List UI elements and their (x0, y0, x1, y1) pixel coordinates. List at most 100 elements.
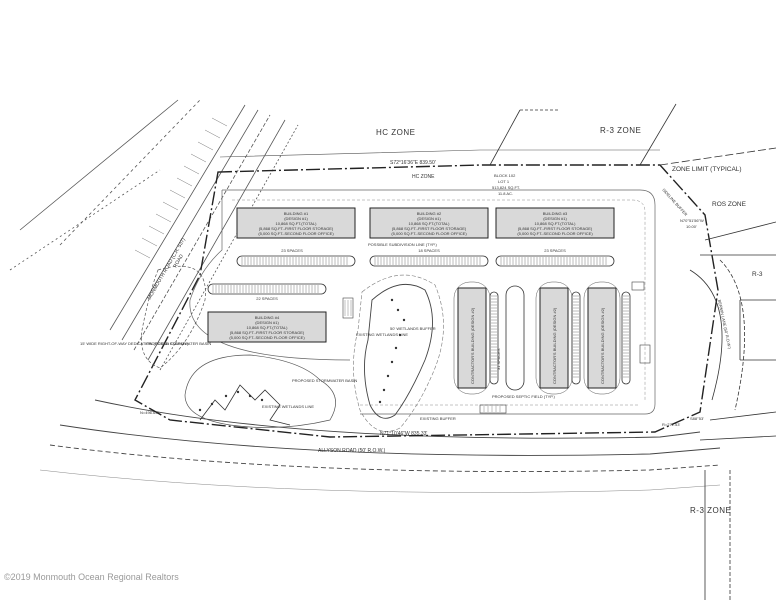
parking-row-5a (489, 291, 499, 385)
monmouth-road (9, 99, 299, 371)
wetland-flag-point (390, 360, 394, 364)
sideline-buffer-label: SIDELINE BUFFER (661, 187, 688, 217)
south-stormwater-basin (184, 354, 336, 428)
wetland-flag-point (236, 390, 240, 394)
building-4: BUILDING #4 (DESIGN #1) 10,868 SQ.FT.(TO… (207, 311, 327, 343)
internal-drive (189, 189, 656, 415)
parking-row-5-label: 31 SPACES (496, 348, 501, 370)
east-distance: 10.00' (686, 224, 697, 229)
wetlands-buffer-label: 50' WETLANDS BUFFER (390, 326, 436, 331)
wetland-flag-point (248, 394, 252, 398)
building-3-name: BUILDING #3 (543, 211, 568, 216)
south-stormwater-label: PROPOSED STORMWATER BASIN (292, 378, 357, 383)
south-east-arc: S88°53' (690, 416, 704, 421)
parking-row-4 (207, 283, 327, 295)
wetland-flag-point (394, 346, 398, 350)
wetland-flag-point (390, 298, 394, 302)
ros-sideline-label: BERMIN LANE (50' R.O.W.) (717, 299, 732, 350)
wetland-flag-point (402, 318, 406, 322)
contractor-building-3-label: CONTRACTOR'S BUILDING (DESIGN #2) (600, 307, 605, 384)
allyson-road (39, 399, 721, 493)
parking-row-1-label: 23 SPACES (281, 248, 303, 253)
south-east-radius: R=272.53' (662, 422, 680, 427)
row-dedication-label: 15' WIDE RIGHT-OF-WAY DEDICATION (OCEAN … (80, 341, 189, 346)
parking-row-2-label: 18 SPACES (418, 248, 440, 253)
zone-limit-label: ZONE LIMIT (TYPICAL) (672, 166, 742, 173)
septic-label: PROPOSED SEPTIC FIELD (TYP.) (492, 394, 555, 399)
property-boundary (134, 164, 719, 438)
building-3-total: 10,868 SQ.FT.(TOTAL) (535, 221, 577, 226)
island-east (583, 281, 621, 395)
copyright-credit: ©2019 Monmouth Ocean Regional Realtors (4, 572, 179, 582)
parking-row-3-label: 23 SPACES (544, 248, 566, 253)
ros-zone-label: ROS ZONE (712, 201, 747, 208)
r3-zone-bottom: R-3 ZONE (690, 506, 731, 515)
building-4-second-floor: (5,000 SQ.FT.-SECOND FLOOR OFFICE) (229, 335, 305, 340)
parking-rows (207, 255, 631, 385)
building-1-total: 10,868 SQ.FT.(TOTAL) (276, 221, 318, 226)
contractor-building-1: CONTRACTOR'S BUILDING (DESIGN #2) (457, 287, 487, 389)
contractor-building-2: CONTRACTOR'S BUILDING (DESIGN #2) (539, 287, 569, 389)
west-stormwater-label: PROPOSED STORMWATER BASIN (146, 341, 211, 346)
septic-hatch (344, 300, 501, 412)
wetland-flag-point (382, 388, 386, 392)
r3-zone-top: R-3 ZONE (600, 126, 641, 135)
center-island (505, 285, 525, 391)
wetlands-buffer-line (353, 274, 444, 432)
monmouth-road-hatch (134, 117, 228, 259)
wetland-flag-point (398, 333, 402, 337)
wetland-flag-point (224, 394, 228, 398)
wetland-flags (198, 298, 406, 412)
north-lot-line (219, 149, 660, 158)
building-2-first-floor: (5,868 SQ.FT.-FIRST FLOOR STORAGE) (392, 226, 467, 231)
wetland-flag-point (396, 308, 400, 312)
building-1-name: BUILDING #1 (284, 211, 309, 216)
building-3-first-floor: (5,868 SQ.FT.-FIRST FLOOR STORAGE) (518, 226, 593, 231)
parking-row-1 (236, 255, 356, 267)
hc-zone-top: HC ZONE (376, 128, 416, 137)
building-4-first-floor: (5,868 SQ.FT.-FIRST FLOOR STORAGE) (230, 330, 305, 335)
building-1: BUILDING #1 (DESIGN #1) 10,868 SQ.FT.(TO… (236, 207, 356, 239)
buffer-zone-label: EXISTING BUFFER (420, 416, 456, 421)
allyson-road-label: ALLYSON ROAD (50' R.O.W.) (318, 448, 386, 454)
south-bearing: N71°10'46"W 835.33' (380, 431, 427, 437)
building-4-total: 10,868 SQ.FT.(TOTAL) (247, 325, 289, 330)
contractor-building-3: CONTRACTOR'S BUILDING (DESIGN #2) (587, 287, 617, 389)
lot-acres-label: 11.8 AC. (498, 191, 513, 196)
lot-area-label: 513,824 SQ.FT. (492, 185, 520, 190)
building-3-second-floor: (5,000 SQ.FT.-SECOND FLOOR OFFICE) (517, 231, 593, 236)
west-stormwater-basin (141, 266, 206, 369)
parking-row-2 (369, 255, 489, 267)
hc-zone-mid: HC ZONE (412, 174, 435, 180)
south-west-bearing: N=496.63' (140, 410, 158, 415)
wetland-flag-point (260, 398, 264, 402)
parking-row-4-label: 22 SPACES (256, 296, 278, 301)
wetland-flag-point (378, 400, 382, 404)
building-2-design: (DESIGN #1) (417, 216, 441, 221)
parking-row-5b (571, 291, 581, 385)
east-lines (489, 103, 776, 600)
building-4-design: (DESIGN #1) (255, 320, 279, 325)
building-2-name: BUILDING #2 (417, 211, 442, 216)
wetland-flag-point (386, 374, 390, 378)
contractor-building-2-label: CONTRACTOR'S BUILDING (DESIGN #2) (552, 307, 557, 384)
building-3: BUILDING #3 (DESIGN #1) 10,868 SQ.FT.(TO… (495, 207, 615, 239)
block-label: BLOCK 102 (494, 173, 516, 178)
r3-zone-right: R-3 (752, 271, 763, 278)
lot-label: LOT 1 (498, 179, 510, 184)
south-wetlands-squiggle (199, 384, 291, 426)
contractor-building-1-label: CONTRACTOR'S BUILDING (DESIGN #2) (470, 307, 475, 384)
wetland-flag-point (198, 408, 202, 412)
septic-blocks (342, 281, 651, 414)
wetland-flag-point (210, 402, 214, 406)
building-1-design: (DESIGN #1) (284, 216, 308, 221)
building-4-name: BUILDING #4 (255, 315, 280, 320)
building-2-second-floor: (5,000 SQ.FT.-SECOND FLOOR OFFICE) (391, 231, 467, 236)
north-bearing: S72°16'36"E 839.50' (390, 160, 436, 166)
building-2: BUILDING #2 (DESIGN #1) 10,868 SQ.FT.(TO… (369, 207, 489, 239)
wetlands-label: EXISTING WETLANDS LINE (356, 332, 408, 337)
east-bearing: N70°51'56"W (680, 218, 704, 223)
parking-row-3 (495, 255, 615, 267)
south-wetlands-label: EXISTING WETLANDS LINE (262, 404, 314, 409)
